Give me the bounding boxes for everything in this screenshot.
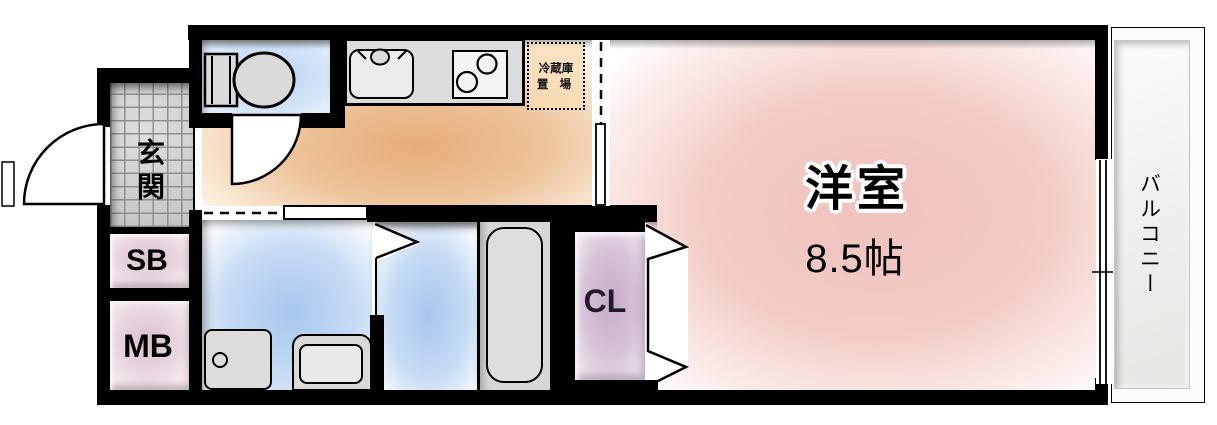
wall-entrance-divider-lower bbox=[189, 210, 202, 405]
wall-left-lower bbox=[97, 205, 110, 405]
wall-top-main bbox=[188, 25, 1108, 40]
closet-door-jamb bbox=[643, 380, 658, 391]
meter-box-label: MB bbox=[123, 328, 173, 364]
bath-folding-door-bg bbox=[374, 222, 420, 263]
vanity-bowl bbox=[299, 344, 363, 384]
wall-tile-sb-divider bbox=[110, 227, 193, 234]
wall-left-upper bbox=[97, 68, 110, 127]
fridge-space-label-line1: 冷蔵庫 bbox=[538, 63, 574, 75]
balcony-floor bbox=[1114, 40, 1190, 389]
fridge-space-label-line2: 置 場 bbox=[536, 79, 576, 91]
toilet-tank bbox=[203, 52, 239, 108]
shoe-box bbox=[110, 234, 193, 288]
kitchen-sliding-door-panel bbox=[595, 123, 606, 206]
toilet-bowl bbox=[232, 51, 296, 109]
shoe-box-label: SB bbox=[126, 244, 168, 277]
wall-entrance-divider-upper bbox=[189, 25, 202, 120]
bathtub bbox=[486, 227, 543, 383]
wall-right-upper bbox=[1095, 25, 1108, 160]
sink-notch bbox=[397, 50, 407, 60]
wall-washarea-top bbox=[367, 205, 657, 222]
western-room-name: 洋室 bbox=[804, 163, 910, 216]
wall-top-entrance bbox=[97, 68, 202, 83]
entrance-label: 玄関 bbox=[134, 138, 165, 206]
balcony-label: バルコニー bbox=[1137, 172, 1161, 298]
western-room-floor bbox=[608, 38, 1098, 390]
wall-toilet-bottom-left bbox=[189, 113, 232, 128]
entrance-door-swing bbox=[22, 122, 106, 206]
stove-burner bbox=[455, 70, 479, 94]
washroom-sliding-door-panel bbox=[283, 205, 368, 220]
closet-label: CL bbox=[583, 283, 627, 319]
fridge-space: 冷蔵庫 置 場 bbox=[527, 42, 585, 110]
closet-box bbox=[563, 222, 647, 390]
washer-pan-tap bbox=[212, 352, 228, 368]
sink-faucet bbox=[370, 48, 390, 66]
wall-toilet-right bbox=[330, 25, 345, 128]
western-room-size: 8.5帖 bbox=[805, 237, 905, 281]
bath-folding-door bbox=[374, 222, 421, 260]
sink-notch bbox=[357, 50, 367, 60]
wall-right-lower bbox=[1095, 378, 1108, 405]
closet-folding-doors bbox=[645, 223, 690, 389]
toilet-door-swing bbox=[230, 113, 303, 186]
wall-bottom bbox=[97, 390, 1108, 405]
entrance-tile-floor bbox=[110, 82, 195, 227]
stove-burner bbox=[476, 53, 498, 75]
wall-shadow bbox=[202, 40, 1095, 49]
wall-wash-bath-lower bbox=[370, 315, 384, 392]
closet-folding-door-bg bbox=[645, 222, 688, 390]
wall-bath-closet bbox=[550, 218, 565, 392]
wall-sb-mb-divider bbox=[110, 288, 193, 301]
entrance-door-frame bbox=[1, 161, 15, 207]
meter-box bbox=[110, 301, 193, 390]
wall-toilet-bottom-right bbox=[301, 113, 345, 128]
